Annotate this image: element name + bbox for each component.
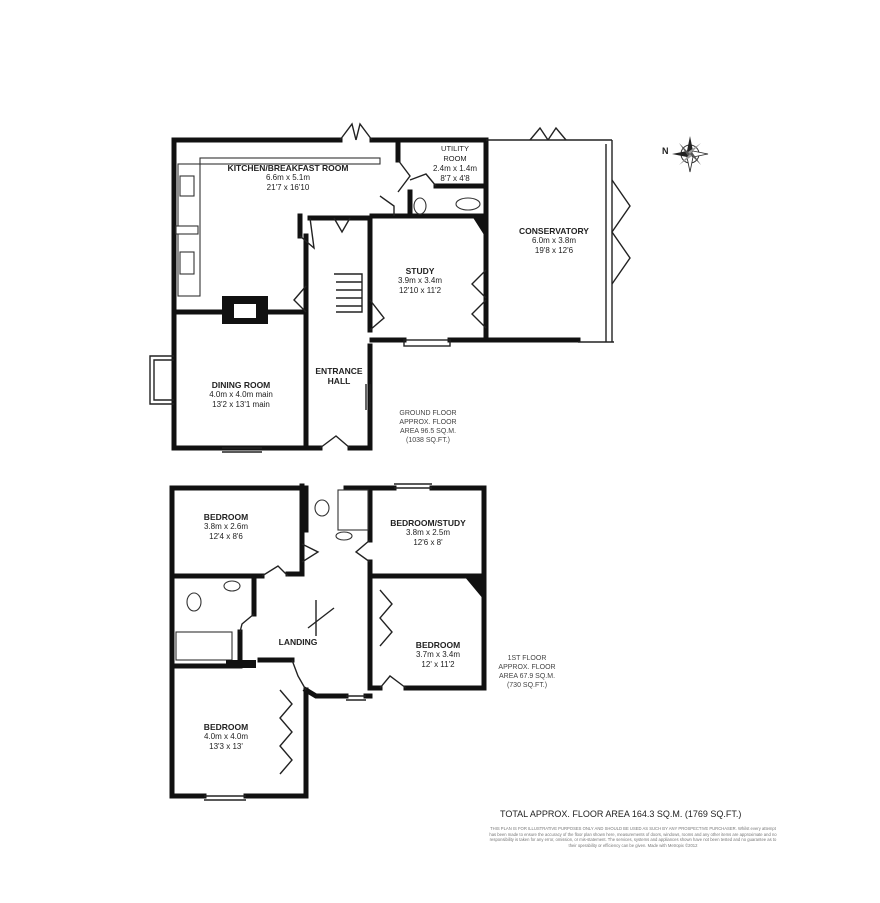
- ground-floor-openings: [149, 122, 631, 453]
- ground-floor-walls: [171, 137, 614, 451]
- room-label-bedroom-study: BEDROOM/STUDY 3.8m x 2.5m 12'6 x 8': [390, 518, 466, 547]
- first-floor-openings: [175, 483, 484, 801]
- first-floor-area: 1ST FLOOR APPROX. FLOOR AREA 67.9 SQ.M. …: [498, 655, 556, 689]
- room-label-hall: ENTRANCE HALL: [315, 366, 363, 386]
- compass: N: [662, 132, 710, 176]
- room-label-bedroom-1: BEDROOM 3.8m x 2.6m 12'4 x 8'6: [203, 512, 249, 541]
- room-label-dining: DINING ROOM 4.0m x 4.0m main 13'2 x 13'1…: [209, 380, 273, 409]
- compass-rose-icon: [672, 136, 709, 173]
- compass-north-label: N: [662, 146, 669, 156]
- room-label-conservatory: CONSERVATORY 6.0m x 3.8m 19'8 x 12'6: [519, 226, 589, 255]
- room-label-bedroom-4: BEDROOM 4.0m x 4.0m 13'3 x 13': [203, 722, 249, 751]
- room-label-utility: UTILITY ROOM 2.4m x 1.4m 8'7 x 4'8: [432, 144, 478, 183]
- total-floor-area: TOTAL APPROX. FLOOR AREA 164.3 SQ.M. (17…: [500, 809, 742, 819]
- room-label-landing: LANDING: [278, 637, 318, 647]
- room-label-kitchen: KITCHEN/BREAKFAST ROOM 6.6m x 5.1m 21'7 …: [227, 163, 349, 192]
- disclaimer-text: THIS PLAN IS FOR ILLUSTRATIVE PURPOSES O…: [489, 826, 777, 848]
- room-label-bedroom-3: BEDROOM 3.7m x 3.4m 12' x 11'2: [415, 640, 461, 669]
- ground-floor-area: GROUND FLOOR APPROX. FLOOR AREA 96.5 SQ.…: [399, 410, 457, 444]
- room-label-study: STUDY 3.9m x 3.4m 12'10 x 11'2: [397, 266, 443, 295]
